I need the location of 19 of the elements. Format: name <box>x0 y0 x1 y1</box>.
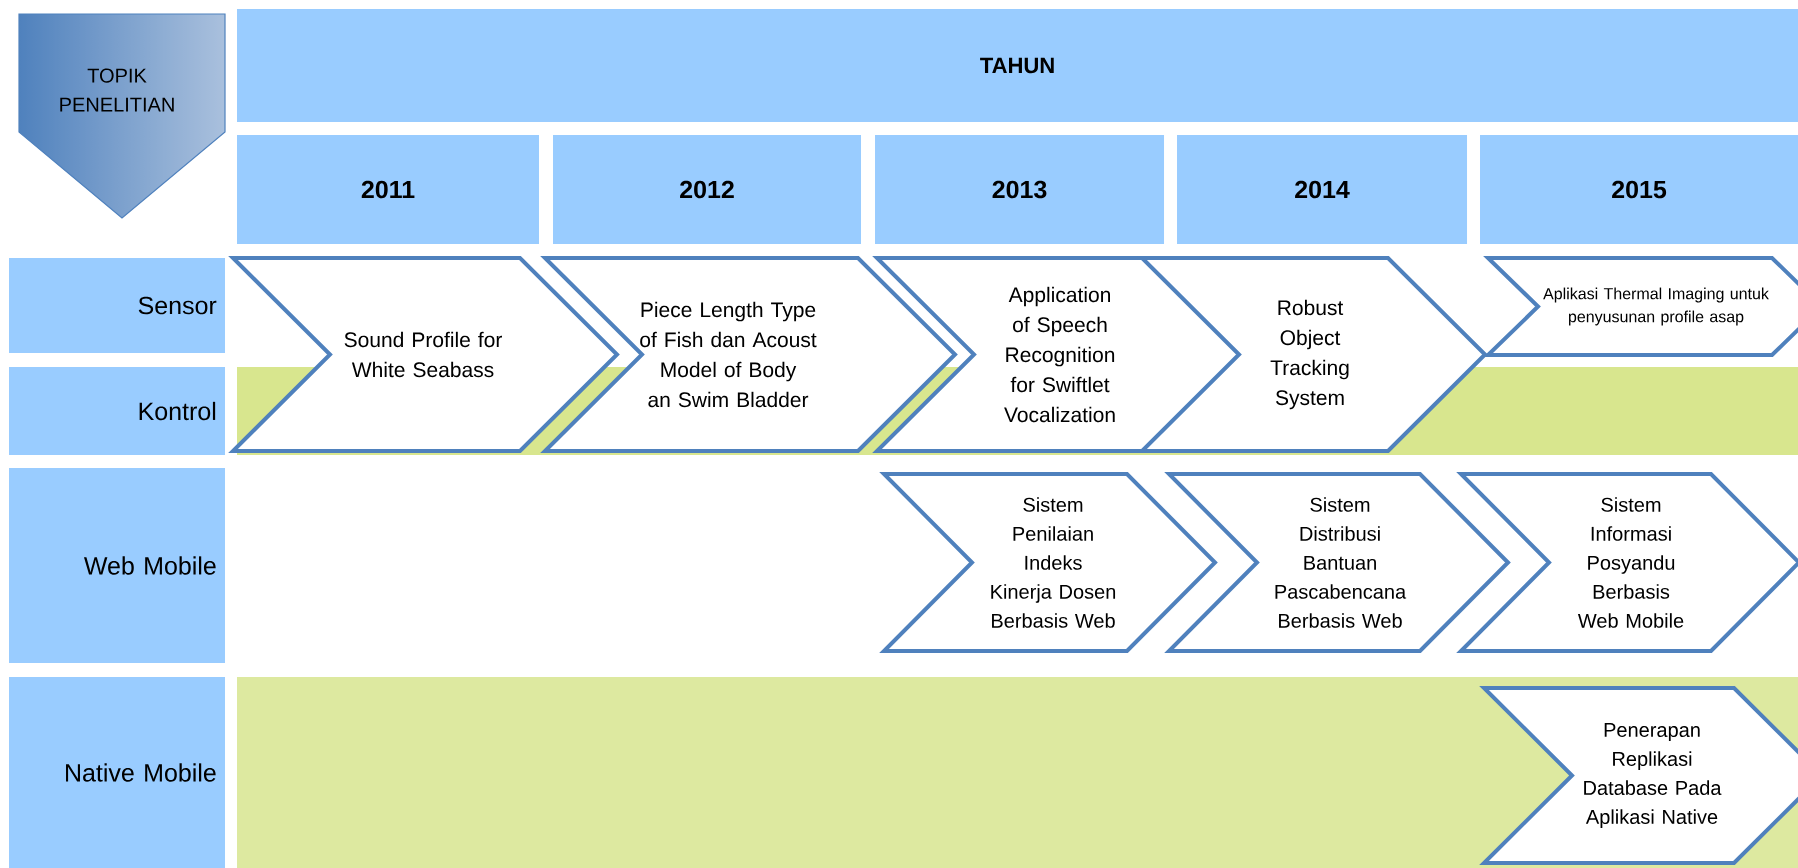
topic-box: Sound Profile for White Seabass <box>228 256 620 453</box>
row-label: Native Mobile <box>9 677 225 868</box>
header-cell: 2013 <box>875 135 1164 244</box>
topic-box: Penerapan Replikasi Database Pada Aplikasi Native <box>1479 686 1798 865</box>
row-label: Web Mobile <box>9 468 225 663</box>
header-cell: 2014 <box>1177 135 1467 244</box>
header-cell: TAHUN <box>237 9 1798 122</box>
topic-box: Sistem Informasi Posyandu Berbasis Web Mobile <box>1456 472 1798 653</box>
topic-box: Aplikasi Thermal Imaging untuk penyusunan profile asap <box>1483 256 1798 357</box>
topic-box: Application of Speech Recognition for Swiftlet Vocalization <box>872 256 1246 453</box>
header-cell: 2015 <box>1480 135 1798 244</box>
topic-box: Sistem Distribusi Bantuan Pascabencana Berbasis Web <box>1164 472 1511 653</box>
pentagon-header: TOPIK PENELITIAN <box>18 13 226 219</box>
topic-box: Sistem Penilaian Indeks Kinerja Dosen Berbasis Web <box>879 472 1218 653</box>
header-cell: 2011 <box>237 135 539 244</box>
topic-box: Piece Length Type of Fish dan Acoust Model of Body an Swim Bladder <box>540 256 958 453</box>
header-cell: 2012 <box>553 135 861 244</box>
row-label: Kontrol <box>9 367 225 455</box>
row-label: Sensor <box>9 258 225 353</box>
